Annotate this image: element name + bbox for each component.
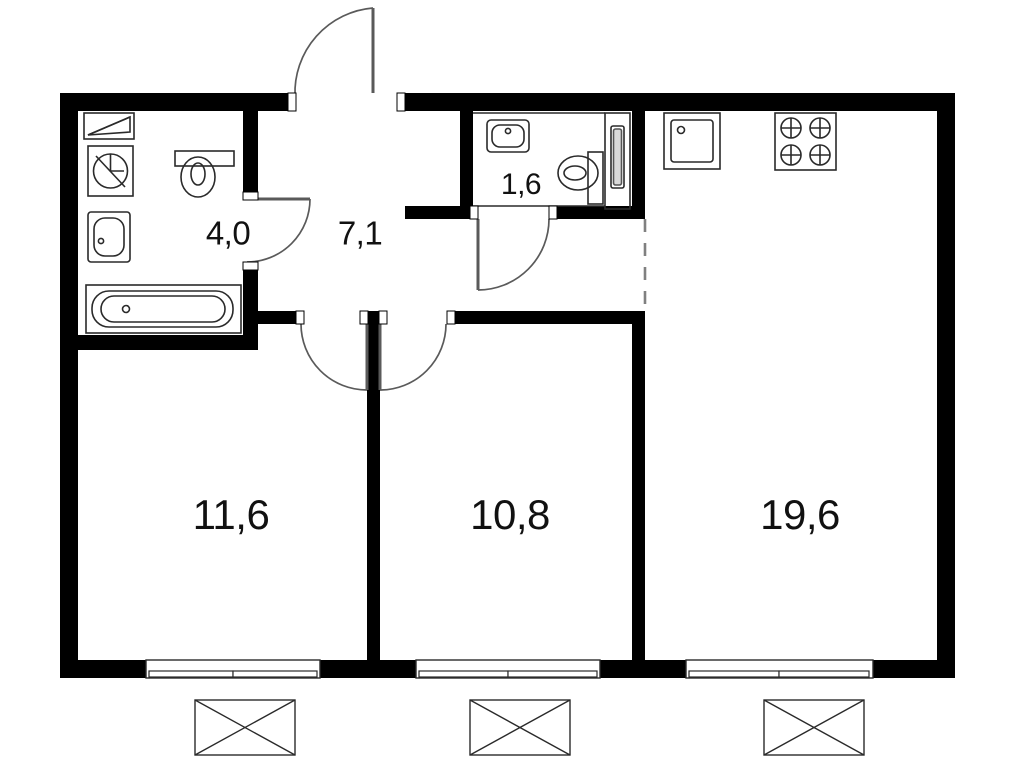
windows (145, 659, 874, 756)
window-living-room (685, 659, 874, 756)
bathroom-door (242, 191, 311, 271)
wc-sink-icon (486, 119, 530, 153)
window-bedroom-1 (145, 659, 321, 756)
wall-bedroom-divider (367, 311, 380, 671)
bathtub-icon (85, 284, 242, 334)
wall-wc-bottom-left (405, 206, 473, 219)
room-area-bedroom-2: 10,8 (470, 491, 550, 538)
bathroom-cabinet-icon (83, 112, 135, 140)
washing-machine-icon (87, 145, 134, 197)
wall-top-left (60, 93, 295, 111)
wall-bathroom-right-lower (243, 262, 258, 350)
window-bedroom-2 (415, 659, 601, 756)
room-area-bedroom-1: 11,6 (192, 491, 270, 538)
wall-wc-right (632, 111, 645, 219)
wall-wc-left (460, 111, 473, 209)
bathroom-toilet-icon (174, 150, 235, 198)
wall-wc-bottom-right (556, 206, 645, 219)
wc-thin-boundaries (473, 112, 605, 207)
wall-bottom-seg-1 (60, 660, 146, 678)
room-area-bathroom: 4,0 (205, 214, 251, 252)
kitchen-stove-icon (774, 112, 837, 171)
wall-bottom-seg-4 (873, 660, 955, 678)
wall-hall-bottom-right (455, 311, 645, 324)
bedroom-1-door (295, 310, 369, 391)
wall-bathroom-right-upper (243, 111, 258, 199)
kitchen-sink-icon (663, 112, 721, 170)
wall-right (937, 93, 955, 678)
bedroom-2-door (378, 310, 456, 391)
wall-top-right (397, 93, 955, 111)
walls (60, 93, 955, 678)
bathroom-sink-icon (87, 211, 131, 263)
room-area-living-room: 19,6 (760, 491, 840, 538)
wall-bathroom-bottom (60, 335, 258, 350)
wc-door (469, 205, 558, 291)
room-area-wc: 1,6 (500, 168, 542, 201)
entrance-door (287, 7, 406, 112)
wall-hall-bottom-left (258, 311, 302, 324)
riser-shaft-icon (604, 112, 631, 210)
wall-left (60, 93, 78, 678)
room-area-hall: 7,1 (337, 214, 383, 252)
wall-bedroom2-living-divider (632, 311, 645, 671)
doors (242, 7, 558, 391)
fixtures (83, 112, 837, 334)
wc-toilet-icon (557, 151, 604, 205)
